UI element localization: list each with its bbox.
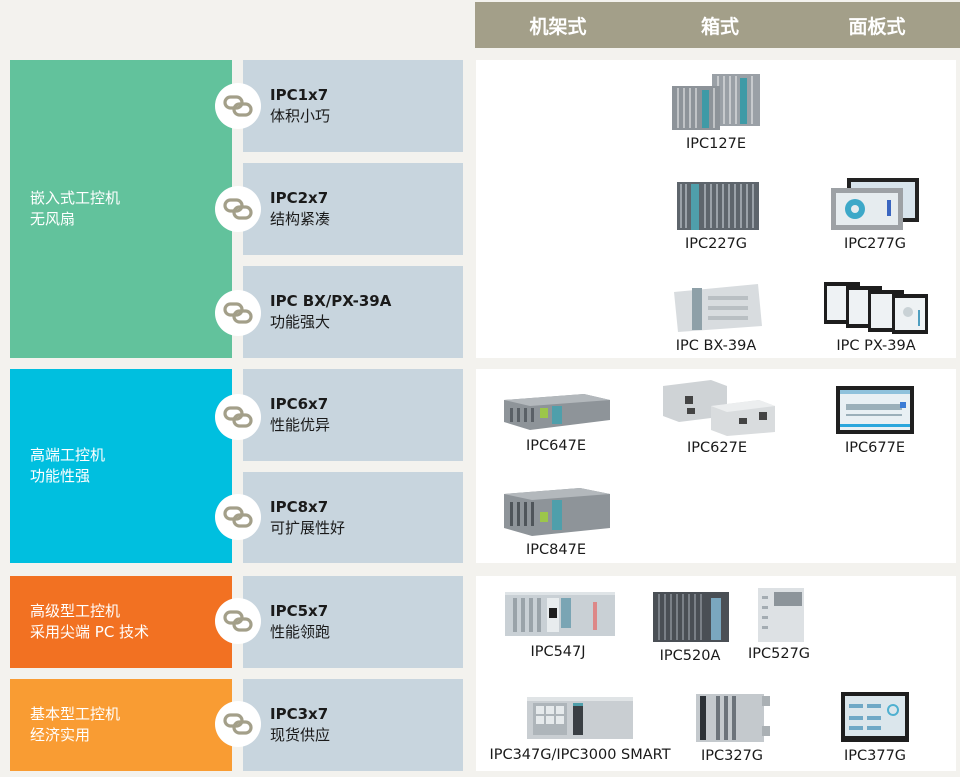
product-label: IPC227G	[684, 236, 748, 252]
link-icon	[215, 290, 261, 336]
product-label: IPC277G	[843, 236, 907, 252]
panel-pc-image	[831, 178, 919, 230]
product-label: IPC377G	[843, 748, 907, 764]
category-subtitle: 功能性强	[30, 467, 91, 485]
box-pc-image	[696, 694, 770, 742]
series-ipc3x7: IPC3x7 现货供应	[243, 679, 463, 771]
category-basic: 基本型工控机 经济实用	[10, 679, 232, 771]
link-icon	[215, 701, 261, 747]
category-title: 高端工控机	[30, 446, 106, 464]
series-desc: 可扩展性好	[270, 518, 346, 537]
product-ipc327g[interactable]: IPC327G	[690, 690, 774, 764]
product-label: IPC127E	[686, 136, 746, 152]
product-ipcbx39a[interactable]: IPC BX-39A	[664, 282, 768, 354]
column-rack: 机架式	[529, 15, 587, 38]
link-icon	[215, 186, 261, 232]
series-ipc6x7: IPC6x7 性能优异	[243, 369, 463, 461]
product-ipc277g[interactable]: IPC277G	[826, 176, 924, 252]
product-ipc377g[interactable]: IPC377G	[834, 690, 916, 764]
product-ipc627e[interactable]: IPC627E	[652, 376, 782, 456]
product-ipc347g[interactable]: IPC347G/IPC3000 SMART	[482, 693, 678, 763]
product-label: IPC547J	[530, 644, 586, 660]
category-subtitle: 经济实用	[30, 726, 91, 744]
link-icon	[215, 394, 261, 440]
box-pc-image	[672, 74, 760, 130]
series-code: IPC5x7	[270, 602, 329, 620]
series-desc: 性能领跑	[270, 623, 331, 641]
category-subtitle: 无风扇	[30, 210, 76, 228]
series-desc: 现货供应	[270, 726, 331, 744]
product-label: IPC527G	[747, 646, 811, 662]
category-subtitle: 采用尖端 PC 技术	[30, 623, 150, 641]
product-ipc847e[interactable]: IPC847E	[498, 484, 614, 558]
series-code: IPC1x7	[270, 86, 329, 104]
product-label: IPC627E	[687, 440, 747, 456]
product-label: IPC327G	[700, 748, 764, 764]
rack-pc-image	[527, 697, 633, 739]
panel-pc-image	[841, 692, 909, 742]
box-pc-image	[674, 284, 762, 332]
panel-pc-image	[824, 282, 928, 334]
product-ipc677e[interactable]: IPC677E	[832, 384, 918, 456]
column-box: 箱式	[700, 15, 739, 38]
product-label: IPC647E	[526, 438, 586, 454]
product-ipc227g[interactable]: IPC227G	[668, 180, 764, 252]
form-factor-header: 机架式 箱式 面板式	[475, 2, 960, 48]
category-advanced: 高级型工控机 采用尖端 PC 技术	[10, 576, 232, 668]
rack-pc-image	[505, 592, 615, 636]
category-title: 高级型工控机	[30, 602, 121, 620]
box-pc-image	[758, 588, 804, 642]
product-label: IPC347G/IPC3000 SMART	[489, 747, 671, 763]
rack-pc-image	[504, 394, 610, 430]
product-label: IPC847E	[526, 542, 586, 558]
series-code: IPC6x7	[270, 395, 329, 413]
box-pc-image	[653, 592, 729, 642]
panel-pc-image	[836, 386, 914, 434]
link-icon	[215, 598, 261, 644]
product-ipc547j[interactable]: IPC547J	[496, 588, 620, 660]
product-ipc127e[interactable]: IPC127E	[668, 72, 764, 152]
column-panel: 面板式	[848, 15, 906, 38]
product-label: IPC BX-39A	[675, 338, 757, 354]
series-desc: 性能优异	[270, 416, 331, 434]
series-ipc5x7: IPC5x7 性能领跑	[243, 576, 463, 668]
product-label: IPC677E	[845, 440, 905, 456]
category-title: 嵌入式工控机	[30, 189, 121, 207]
product-label: IPC520A	[659, 648, 721, 664]
series-code: IPC3x7	[270, 705, 329, 723]
category-embedded: 嵌入式工控机 无风扇	[10, 60, 232, 358]
link-icon	[215, 494, 261, 540]
box-pc-image	[677, 182, 759, 230]
product-ipc520a[interactable]: IPC520A	[646, 588, 734, 664]
product-label: IPC PX-39A	[836, 338, 916, 354]
series-code: IPC BX/PX-39A	[270, 292, 392, 310]
category-highend: 高端工控机 功能性强	[10, 369, 232, 563]
series-ipc2x7: IPC2x7 结构紧凑	[243, 163, 463, 255]
series-code: IPC8x7	[270, 497, 329, 516]
series-ipc1x7: IPC1x7 体积小巧	[243, 60, 463, 152]
product-ipcpx39a[interactable]: IPC PX-39A	[820, 280, 932, 354]
product-ipc527g[interactable]: IPC527G	[744, 586, 814, 662]
series-desc: 体积小巧	[270, 107, 331, 125]
box-pc-image	[663, 380, 775, 436]
series-desc: 功能强大	[270, 313, 331, 331]
series-desc: 结构紧凑	[270, 210, 331, 228]
series-ipc8x7: IPC8x7 可扩展性好	[243, 472, 463, 563]
product-ipc647e[interactable]: IPC647E	[498, 386, 614, 454]
category-title: 基本型工控机	[30, 705, 121, 723]
rack-pc-image	[504, 488, 610, 536]
series-code: IPC2x7	[270, 189, 329, 207]
series-ipcbxpx39a: IPC BX/PX-39A 功能强大	[243, 266, 463, 358]
link-icon	[215, 83, 261, 129]
